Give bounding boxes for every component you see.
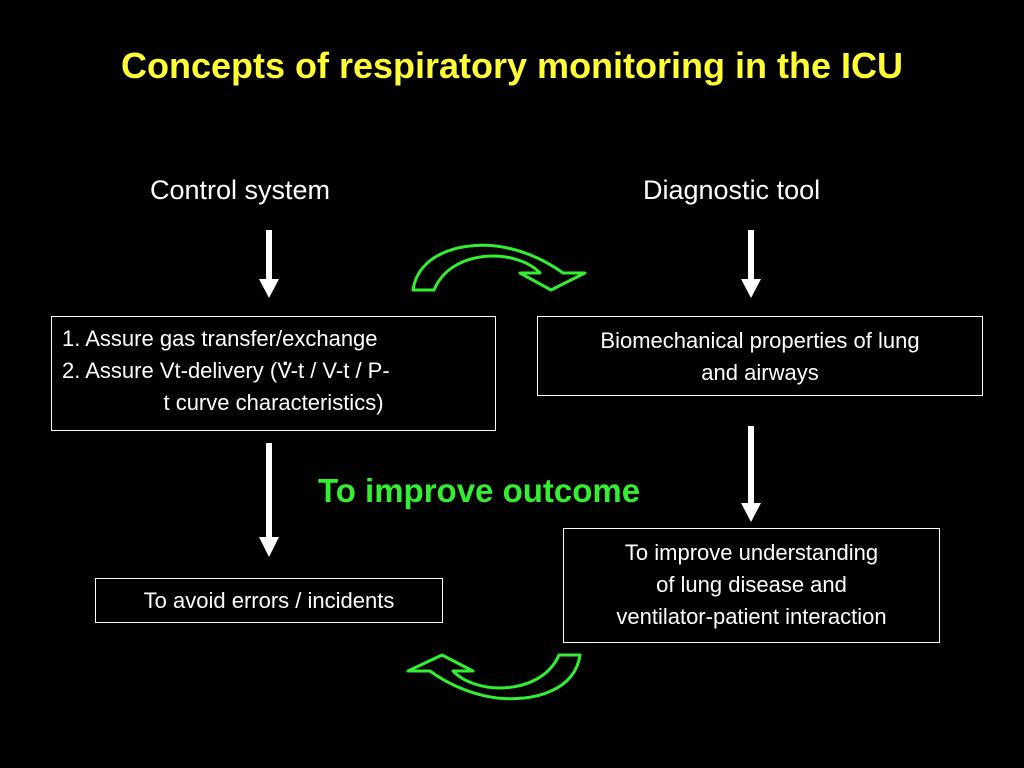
understanding-line-3: ventilator-patient interaction (616, 604, 887, 629)
down-arrow-icon (259, 230, 279, 298)
control-goal-2-suffix: -t / V-t / P- (290, 358, 390, 383)
heading-diagnostic-tool: Diagnostic tool (643, 175, 821, 205)
box-avoid-errors: To avoid errors / incidents (95, 578, 443, 623)
box-biomechanical: Biomechanical properties of lung and air… (537, 316, 983, 396)
page-title: Concepts of respiratory monitoring in th… (120, 45, 904, 86)
control-goal-2-cont: t curve characteristics) (163, 390, 384, 415)
down-arrow-icon (741, 230, 761, 298)
understanding-line-1: To improve understanding (624, 540, 879, 565)
control-goal-2: 2. Assure Vt-delivery (V-t / V-t / P- (52, 355, 495, 387)
box-improve-understanding: To improve understanding of lung disease… (563, 528, 940, 643)
box-control-goals: 1. Assure gas transfer/exchange 2. Assur… (51, 316, 496, 431)
curved-arrow-right-icon (411, 243, 587, 292)
v-dot-symbol: V (277, 358, 290, 383)
control-goal-1: 1. Assure gas transfer/exchange (62, 326, 378, 351)
understanding-line-2: of lung disease and (656, 572, 847, 597)
curved-arrow-left-icon (406, 653, 582, 701)
outcome-text: To improve outcome (318, 472, 641, 509)
down-arrow-icon (741, 426, 761, 522)
down-arrow-icon (259, 443, 279, 557)
biomechanical-line-1: Biomechanical properties of lung (600, 328, 920, 353)
biomechanical-line-2: and airways (701, 360, 819, 385)
control-goal-2-prefix: 2. Assure Vt-delivery ( (62, 358, 278, 383)
heading-control-system: Control system (150, 175, 331, 205)
